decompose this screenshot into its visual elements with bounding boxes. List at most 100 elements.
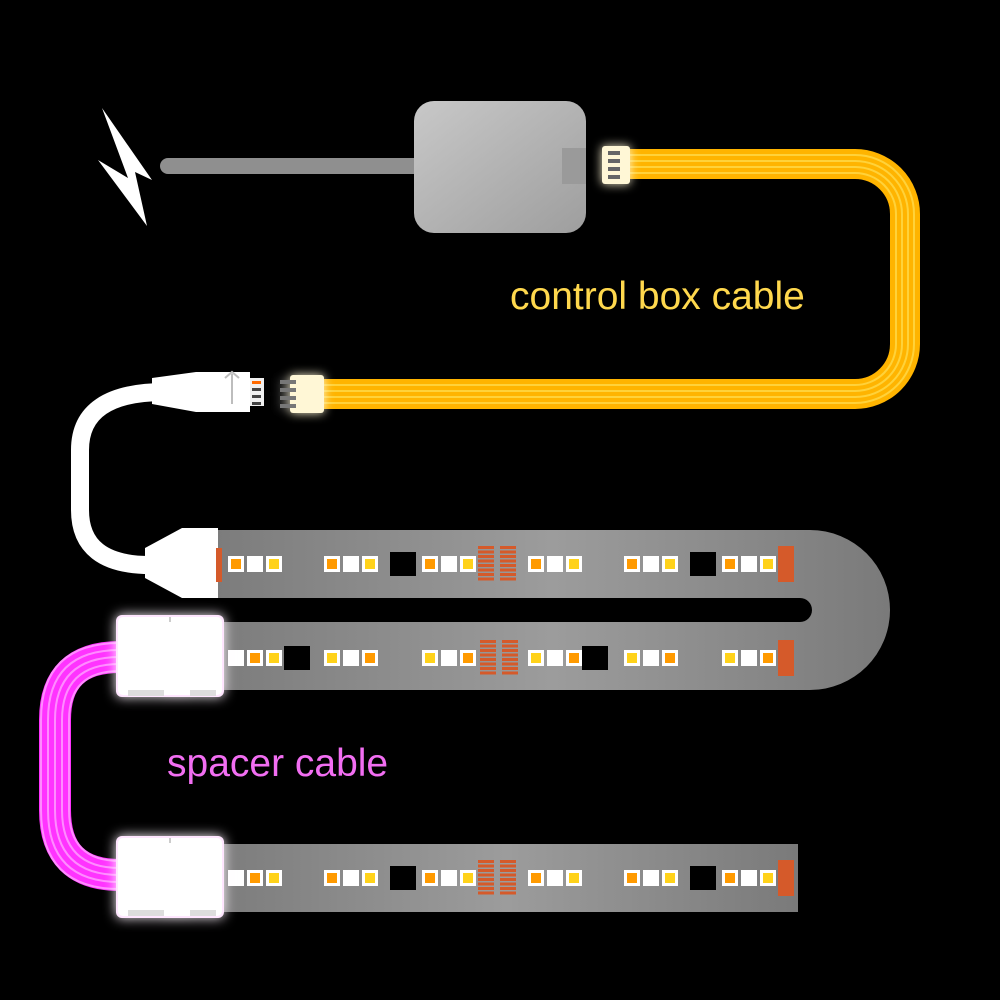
solder-pad xyxy=(500,869,516,872)
led-chip-die xyxy=(425,653,435,663)
led-chip-die xyxy=(327,653,337,663)
led-chip-die xyxy=(550,653,560,663)
led-chip-die xyxy=(531,653,541,663)
solder-pad xyxy=(500,555,516,558)
solder-pad xyxy=(216,548,222,582)
solder-pad xyxy=(500,887,516,890)
solder-pad xyxy=(500,577,516,581)
solder-pad xyxy=(478,555,494,558)
solder-pad xyxy=(478,559,494,563)
solder-pad xyxy=(480,662,496,666)
sensor-block xyxy=(690,866,716,890)
solder-pad xyxy=(500,891,516,895)
solder-pad xyxy=(478,550,494,554)
solder-pad xyxy=(480,671,496,675)
led-chip-die xyxy=(444,559,454,569)
led-chip-die xyxy=(425,873,435,883)
solder-pad xyxy=(500,873,516,877)
led-chip-die xyxy=(763,559,773,569)
sensor-block xyxy=(284,646,310,670)
led-chip-die xyxy=(327,559,337,569)
led-chip-die xyxy=(725,653,735,663)
control-box-cable-label: control box cable xyxy=(510,275,805,318)
control-box xyxy=(414,101,586,233)
led-chip-die xyxy=(665,559,675,569)
led-chip-die xyxy=(725,873,735,883)
led-chip-die xyxy=(327,873,337,883)
solder-pad xyxy=(502,653,518,657)
solder-pad xyxy=(778,640,794,676)
led-chip-die xyxy=(269,873,279,883)
led-strip-loop xyxy=(145,528,890,690)
led-chip-die xyxy=(365,653,375,663)
led-chip-die xyxy=(569,559,579,569)
led-chip-die xyxy=(531,559,541,569)
solder-pad xyxy=(478,882,494,886)
led-chip-die xyxy=(444,653,454,663)
sensor-block xyxy=(390,552,416,576)
led-chip-die xyxy=(444,873,454,883)
led-chip-die xyxy=(269,653,279,663)
solder-pad xyxy=(478,891,494,895)
spacer-cable-label: spacer cable xyxy=(167,742,389,785)
led-chips xyxy=(216,546,794,896)
solder-pad xyxy=(502,644,518,648)
led-chip-die xyxy=(665,653,675,663)
control-box-cable xyxy=(320,149,920,409)
solder-pad xyxy=(480,640,496,643)
solder-pad xyxy=(502,658,518,661)
solder-pad xyxy=(478,546,494,549)
led-chip-die xyxy=(627,653,637,663)
solder-pad xyxy=(778,546,794,582)
led-chip-die xyxy=(425,559,435,569)
solder-pad xyxy=(500,864,516,868)
spacer-cable xyxy=(39,641,121,891)
solder-pad xyxy=(478,887,494,890)
strip-lead-wire xyxy=(71,370,264,574)
led-chip-die xyxy=(231,873,241,883)
arrow-up-icon xyxy=(224,370,240,404)
solder-pad xyxy=(480,653,496,657)
led-chip-die xyxy=(646,653,656,663)
solder-pad xyxy=(500,573,516,576)
led-chip-die xyxy=(231,559,241,569)
sensor-block xyxy=(582,646,608,670)
led-chip-die xyxy=(646,559,656,569)
led-chip-die xyxy=(763,653,773,663)
led-chip-die xyxy=(550,873,560,883)
led-chip-die xyxy=(744,559,754,569)
solder-pad xyxy=(480,644,496,648)
solder-pad xyxy=(478,573,494,576)
solder-pad xyxy=(480,667,496,670)
led-chip-die xyxy=(744,873,754,883)
solder-pad xyxy=(500,546,516,549)
led-chip-die xyxy=(744,653,754,663)
led-chip-die xyxy=(365,559,375,569)
led-chip-die xyxy=(763,873,773,883)
led-chip-die xyxy=(346,559,356,569)
solder-pad xyxy=(502,671,518,675)
led-chip-die xyxy=(463,873,473,883)
led-chip-die xyxy=(346,653,356,663)
led-chip-die xyxy=(665,873,675,883)
solder-pad xyxy=(480,658,496,661)
solder-pad xyxy=(500,860,516,863)
lightning-bolt-icon xyxy=(98,108,152,226)
solder-pad xyxy=(502,667,518,670)
spacer-connector-bottom xyxy=(116,836,224,918)
solder-pad xyxy=(500,564,516,567)
solder-pad xyxy=(478,873,494,877)
solder-pad xyxy=(500,568,516,572)
solder-pad xyxy=(500,550,516,554)
solder-pad xyxy=(478,564,494,567)
led-chip-die xyxy=(250,653,260,663)
solder-pad xyxy=(478,577,494,581)
led-chip-die xyxy=(463,653,473,663)
solder-pad xyxy=(502,662,518,666)
solder-pad xyxy=(478,860,494,863)
solder-pad xyxy=(500,878,516,881)
led-chip-die xyxy=(269,559,279,569)
led-chip-die xyxy=(346,873,356,883)
solder-pad xyxy=(480,649,496,652)
